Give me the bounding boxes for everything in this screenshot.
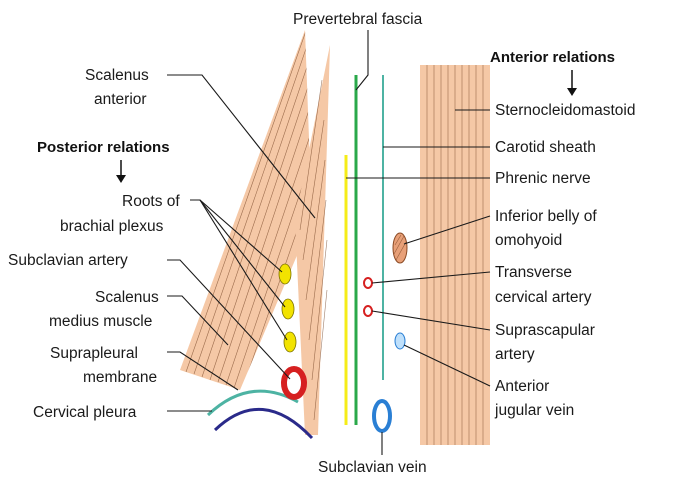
posterior-relations-header: Posterior relations	[37, 139, 170, 156]
brachial-root-1	[279, 264, 291, 284]
scalenus-anterior-label-1: Scalenus	[85, 67, 149, 84]
omohyoid-label-2: omohyoid	[495, 232, 562, 249]
suprascapular-label-2: artery	[495, 346, 535, 363]
cervical-pleura-label: Cervical pleura	[33, 404, 137, 421]
prevertebral-fascia-label: Prevertebral fascia	[293, 11, 423, 28]
brachial-root-2	[282, 299, 294, 319]
suprapleural-membrane-arc	[208, 391, 298, 415]
anterior-jugular-label-1: Anterior	[495, 378, 549, 395]
posterior-arrow-icon	[116, 160, 126, 183]
scalenus-anterior-label-2: anterior	[94, 91, 147, 108]
transverse-cervical-artery-shape	[364, 278, 372, 288]
anterior-relations-header: Anterior relations	[490, 49, 615, 66]
transverse-cervical-label-1: Transverse	[495, 264, 572, 281]
cervical-pleura-arc	[215, 409, 312, 438]
anterior-jugular-vein-shape	[395, 333, 405, 349]
subclavian-vein-label: Subclavian vein	[318, 459, 427, 476]
transverse-cervical-label-2: cervical artery	[495, 289, 592, 306]
roots-label-1: Roots of	[122, 193, 180, 210]
anterior-arrow-icon	[567, 70, 577, 96]
subclavian-vein-shape	[374, 401, 390, 431]
phrenic-nerve-label: Phrenic nerve	[495, 170, 591, 187]
sternocleidomastoid-muscle	[420, 65, 490, 445]
subclavian-artery-shape	[284, 369, 304, 397]
suprapleural-label-2: membrane	[83, 369, 157, 386]
suprascapular-artery-shape	[364, 306, 372, 316]
omohyoid-label-1: Inferior belly of	[495, 208, 597, 225]
brachial-root-3	[284, 332, 296, 352]
suprascapular-label-1: Suprascapular	[495, 322, 595, 339]
sternocleidomastoid-label: Sternocleidomastoid	[495, 102, 635, 119]
roots-label-2: brachial plexus	[60, 218, 164, 235]
suprapleural-label-1: Suprapleural	[50, 345, 138, 362]
anterior-jugular-label-2: jugular vein	[494, 402, 574, 419]
scalenus-medius-label-2: medius muscle	[49, 313, 152, 330]
omohyoid-shape	[393, 233, 407, 263]
carotid-sheath-label: Carotid sheath	[495, 139, 596, 156]
scalenus-medius-label-1: Scalenus	[95, 289, 159, 306]
subclavian-artery-label: Subclavian artery	[8, 252, 128, 269]
